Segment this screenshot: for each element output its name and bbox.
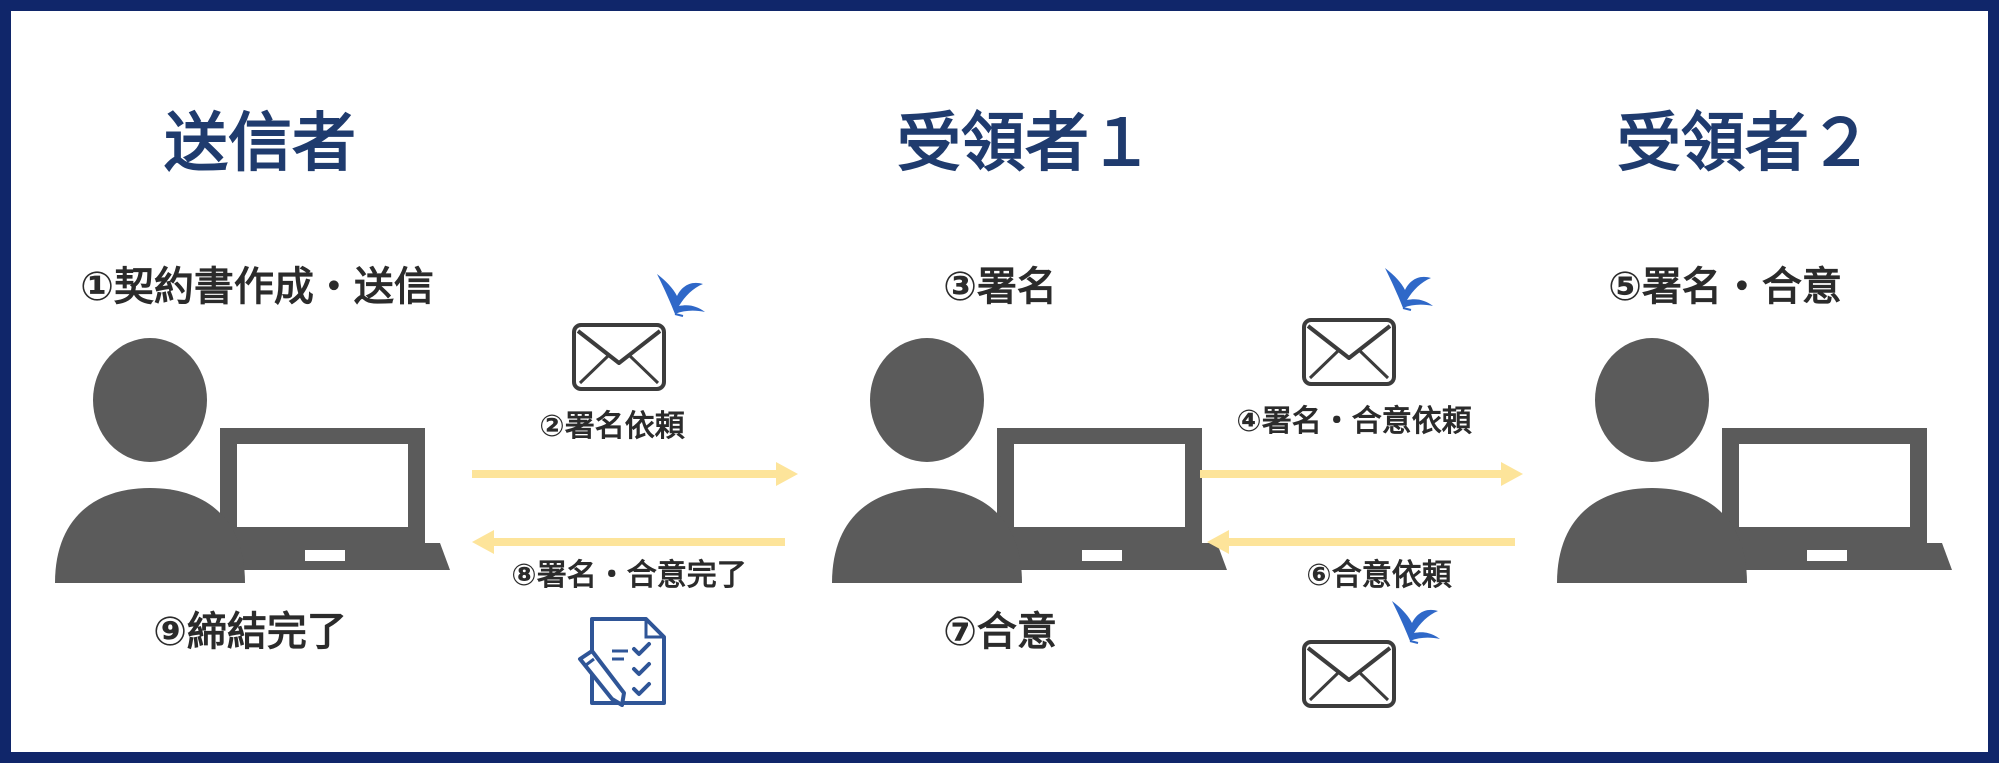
step-6-label: ⑥合意依頼 [1306,558,1452,593]
step-1-label: ①契約書作成・送信 [80,264,434,310]
step-5-label: ⑤署名・合意 [1608,264,1842,310]
party-title-receiver1: 受領者１ [897,107,1153,181]
envelope-icon [1302,640,1396,708]
step-4-label: ④署名・合意依頼 [1236,404,1472,439]
bird-icon [1384,267,1434,311]
step-9-label: ⑨締結完了 [153,609,347,655]
envelope-icon [1302,318,1396,386]
arrow-right-sender-to-receiver1 [472,462,798,486]
bird-icon [1391,600,1441,644]
step-8-label: ⑧署名・合意完了 [511,558,746,593]
arrow-left-receiver1-to-sender [472,530,785,554]
step-2-label: ②署名依頼 [539,409,685,444]
envelope-icon [572,323,666,391]
party-title-receiver2: 受領者２ [1617,107,1873,181]
party-title-sender: 送信者 [164,107,356,181]
person-at-laptop-icon [1557,338,1952,583]
bird-icon [656,273,706,317]
step-3-label: ③署名 [943,264,1057,310]
person-at-laptop-icon [832,338,1227,583]
signed-document-icon [578,617,666,707]
arrow-left-receiver2-to-receiver1 [1207,530,1515,554]
person-at-laptop-icon [55,338,450,583]
step-7-label: ⑦合意 [943,609,1057,655]
arrow-right-receiver1-to-receiver2 [1200,462,1523,486]
